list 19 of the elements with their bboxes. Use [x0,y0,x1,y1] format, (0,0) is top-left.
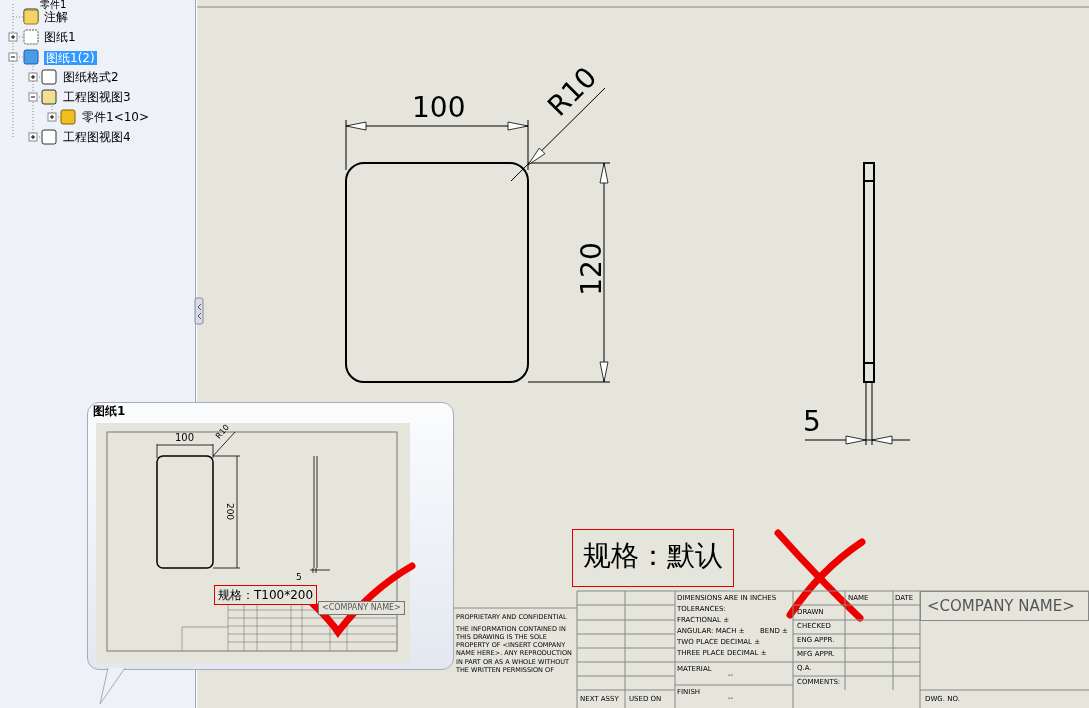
popup-title: 图纸1 [93,405,126,417]
tree-item: 工程图视图4 [63,131,131,143]
dimension-text: 100 [175,433,195,443]
tree-item: 工程图视图3 [63,91,131,103]
tree-item: 图纸1 [44,31,76,43]
dimension-text: 100 [412,94,466,122]
tree-item: 零件1<10> [82,111,149,123]
tree-item: 图纸格式2 [63,71,119,83]
table-cell: <COMPANY NAME> [318,601,405,615]
selected-tree-item: 图纸1(2) [44,51,97,65]
table-cell: <COMPANY NAME> [920,591,1089,621]
tree-item: 注解 [44,11,68,23]
dimension-text: 120 [577,242,606,296]
dimension-text: 200 [225,502,235,521]
spec-note: 规格：T100*200 [214,585,318,605]
dimension-text: 5 [296,573,302,582]
tree-item: 零件1 [40,0,67,10]
spec-note: 规格：默认 [572,529,734,587]
dimension-text: 5 [803,408,821,436]
